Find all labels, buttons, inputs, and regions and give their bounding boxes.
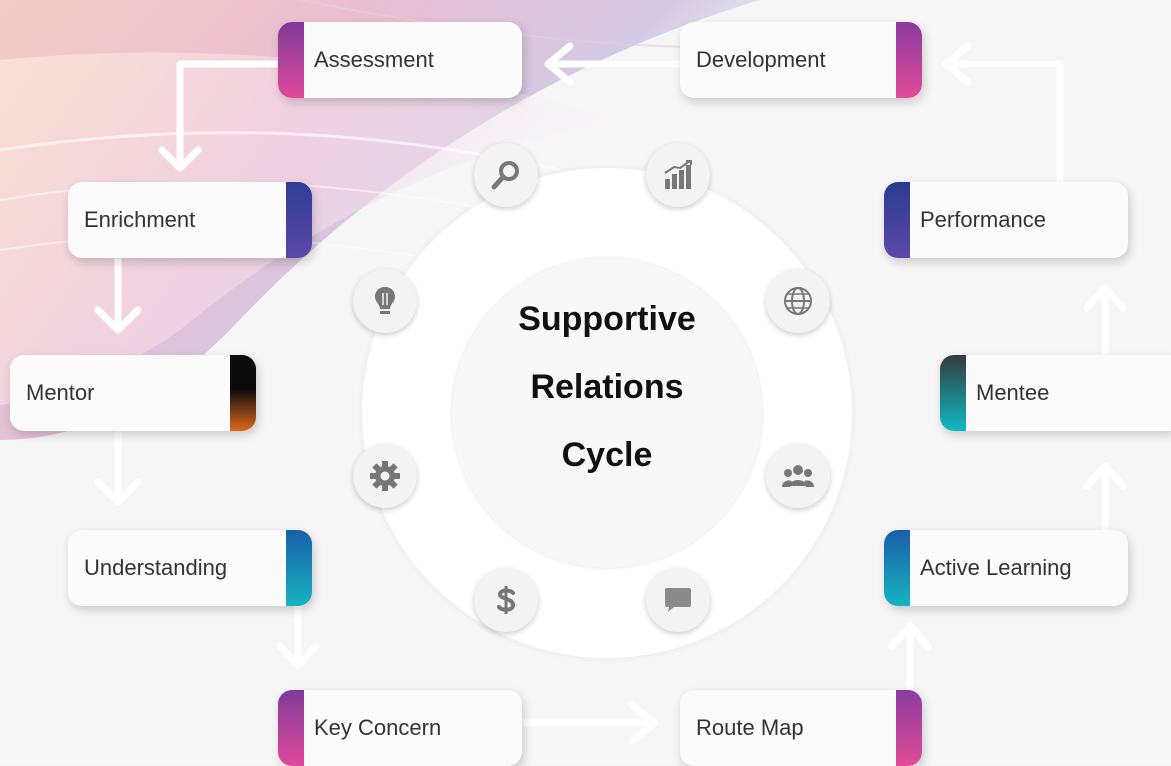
step-key-concern: Key Concern xyxy=(278,690,522,766)
search-icon xyxy=(474,143,538,207)
step-label: Development xyxy=(696,47,826,72)
step-assessment: Assessment xyxy=(278,22,522,98)
step-label: Assessment xyxy=(314,47,434,72)
center-title-line-1: Supportive xyxy=(518,300,696,338)
step-label: Mentor xyxy=(26,380,95,405)
step-performance: Performance xyxy=(884,182,1128,258)
arrow-assessment-to-enrichment xyxy=(176,60,282,172)
step-enrichment: Enrichment xyxy=(68,182,312,258)
step-understanding: Understanding xyxy=(68,530,312,606)
color-tab xyxy=(884,182,910,258)
color-tab xyxy=(884,530,910,606)
inner-circle xyxy=(452,258,762,568)
color-tab xyxy=(940,355,966,431)
color-tab xyxy=(896,690,922,766)
step-label: Understanding xyxy=(84,555,228,580)
color-tab xyxy=(278,690,304,766)
center-title-line-3: Cycle xyxy=(561,436,653,474)
team-icon xyxy=(766,444,830,508)
lightbulb-icon xyxy=(353,269,417,333)
chart-icon xyxy=(646,143,710,207)
step-label: Enrichment xyxy=(84,207,196,232)
dollar-icon xyxy=(474,568,538,632)
step-label: Performance xyxy=(920,207,1046,232)
color-tab xyxy=(896,22,922,98)
step-mentee: Mentee xyxy=(940,355,1171,431)
step-route-map: Route Map xyxy=(680,690,922,766)
globe-icon xyxy=(766,269,830,333)
gear-icon xyxy=(353,444,417,508)
color-tab xyxy=(230,355,256,431)
step-mentor: Mentor xyxy=(10,355,256,431)
color-tab xyxy=(286,182,312,258)
step-active-learning: Active Learning xyxy=(884,530,1128,606)
center-title-line-2: Relations xyxy=(530,368,684,406)
step-development: Development xyxy=(680,22,922,98)
arrow-performance-to-development xyxy=(944,60,1064,188)
color-tab xyxy=(278,22,304,98)
step-label: Mentee xyxy=(976,380,1050,405)
step-label: Key Concern xyxy=(314,715,442,740)
step-label: Route Map xyxy=(696,715,804,740)
chat-icon xyxy=(646,568,710,632)
color-tab xyxy=(286,530,312,606)
step-label: Active Learning xyxy=(920,555,1072,580)
